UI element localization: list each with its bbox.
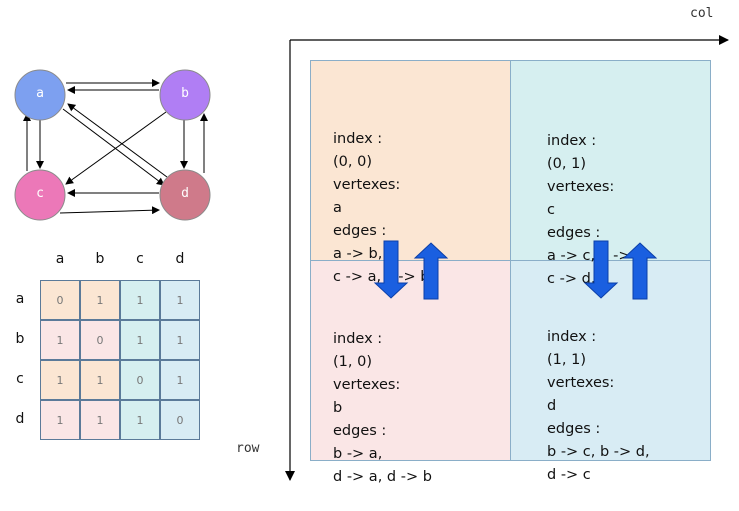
node-label-d: d	[181, 186, 189, 201]
matrix-row-header: a	[15, 291, 25, 307]
matrix-cell: 1	[120, 400, 160, 440]
matrix-cell: 1	[160, 360, 200, 400]
matrix-row-header: c	[16, 371, 24, 387]
exchange-arrows	[373, 240, 658, 300]
down-arrow-right	[583, 240, 619, 299]
matrix-cell: 1	[40, 360, 80, 400]
edge-a-d	[62, 108, 165, 186]
node-c	[14, 169, 66, 221]
node-b	[159, 69, 211, 121]
quadrant-0-1	[510, 60, 711, 261]
node-label-c: c	[36, 186, 44, 201]
matrix-cell: 1	[80, 360, 120, 400]
down-arrow-left	[373, 240, 409, 299]
matrix-col-header: a	[55, 251, 65, 267]
matrix-cell: 1	[120, 280, 160, 320]
edge-c-d	[59, 206, 160, 215]
node-d	[159, 169, 211, 221]
node-label-a: a	[36, 86, 44, 101]
matrix-cell: 0	[40, 280, 80, 320]
matrix-cell: 1	[40, 400, 80, 440]
matrix-row-header: b	[15, 331, 25, 347]
col-axis-label: col	[690, 6, 714, 21]
matrix-cell: 1	[120, 320, 160, 360]
matrix-cell: 0	[160, 400, 200, 440]
axes	[285, 35, 729, 481]
matrix-cell: 1	[40, 320, 80, 360]
matrix-cell: 0	[80, 320, 120, 360]
matrix-row-header: d	[15, 411, 25, 427]
node-label-b: b	[181, 86, 189, 101]
node-a	[14, 69, 66, 121]
edge-d-a	[67, 103, 168, 178]
matrix-cell: 1	[160, 320, 200, 360]
matrix-cell: 0	[120, 360, 160, 400]
up-arrow-right	[622, 242, 658, 300]
graph-diagram	[14, 69, 211, 221]
matrix-cell: 1	[160, 280, 200, 320]
row-axis-label: row	[236, 441, 260, 456]
up-arrow-left	[413, 242, 449, 300]
matrix-col-header: d	[175, 251, 185, 267]
matrix-cell: 1	[80, 280, 120, 320]
quadrant-0-0	[310, 60, 511, 261]
matrix-cell: 1	[80, 400, 120, 440]
edge-b-c	[65, 111, 167, 185]
matrix-col-header: c	[136, 251, 144, 267]
matrix-col-header: b	[95, 251, 105, 267]
quadrant-1-1	[510, 260, 711, 461]
